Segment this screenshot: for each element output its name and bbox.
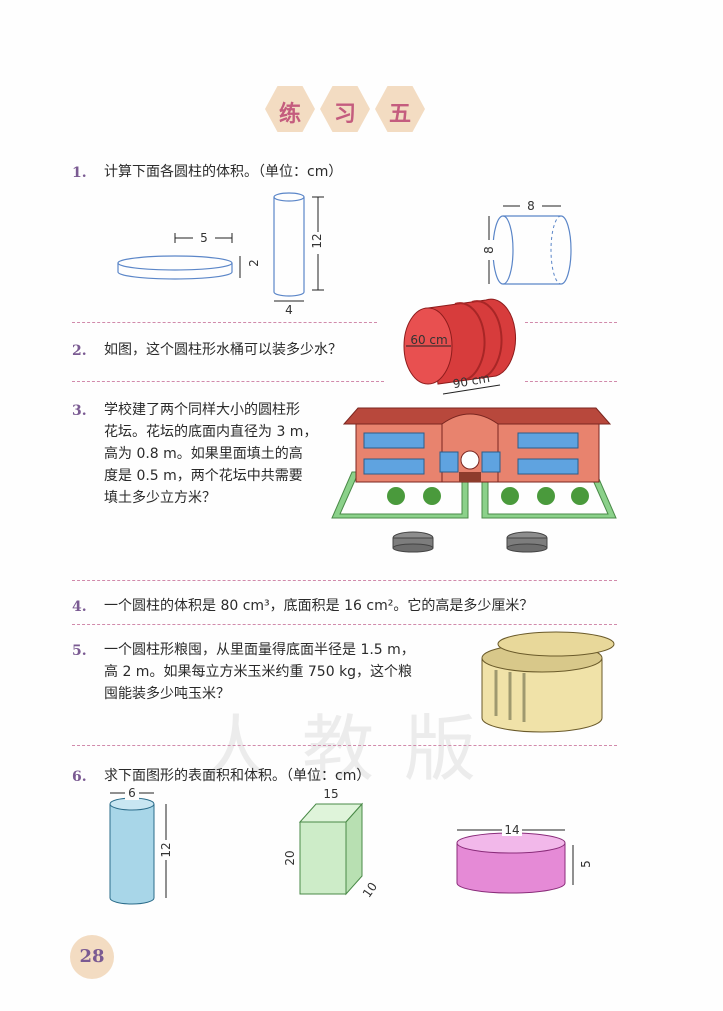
fig1-c-height: 8 [482,246,496,254]
fig1-b-diameter: 4 [285,303,293,317]
fig6-c-height: 5 [579,860,593,868]
pink-cylinder: 14 5 [456,822,593,894]
problem-3-line-5: 填土多少立方米？ [104,490,216,506]
problem-3-line-4: 度是 0.5 m，两个花坛中共需要 [104,468,303,484]
fig6-c-diameter: 14 [504,823,519,837]
fig1-c-width: 8 [527,199,535,213]
problem-5-line-1: 一个圆柱形粮囤，从里面量得底面半径是 1.5 m， [104,642,415,658]
problem-2-number: 2. [72,343,87,359]
problem-3-number: 3. [72,403,87,419]
green-cuboid: 15 20 10 [283,787,380,900]
problem-5-line-2: 高 2 m。如果每立方米玉米约重 750 kg，这个粮 [104,664,413,680]
title-hex-2: 习 [320,86,370,132]
divider [525,381,617,382]
divider [72,381,384,382]
problem-1-text: 计算下面各圆柱的体积。（单位：cm） [104,164,343,180]
divider [72,745,617,746]
sideways-cylinder: 8 8 [480,198,572,285]
flat-cylinder: 5 2 [117,230,261,280]
problem-3-line-1: 学校建了两个同样大小的圆柱形 [104,402,300,418]
title-hex-1: 练 [265,86,315,132]
divider [72,580,617,581]
blue-cylinder: 6 12 [109,786,174,905]
problem-3-line-3: 高为 0.8 m。如果里面填土的高 [104,446,303,462]
fig6-b-width: 15 [323,787,338,801]
fig6-b-depth: 10 [360,880,380,901]
page-number-badge: 28 [70,935,114,979]
fig1-b-height: 12 [310,233,324,248]
watermark: 人教版 [200,707,507,791]
fig6-a-height: 12 [159,842,173,857]
problem-1-number: 1. [72,165,87,181]
divider [72,322,377,323]
page-number: 28 [79,946,105,967]
problem-4-text: 一个圆柱的体积是 80 cm³，底面积是 16 cm²。它的高是多少厘米？ [104,598,534,614]
fig2-length: 90 cm [452,371,491,391]
problem-5-number: 5. [72,643,87,659]
title-hex-3: 五 [375,86,425,132]
divider [72,624,617,625]
problem-6-number: 6. [72,769,87,785]
problem-3-line-2: 花坛。花坛的底面内直径为 3 m， [104,424,318,440]
problem-5-line-3: 囤能装多少吨玉米？ [104,686,230,702]
problem-2-text: 如图，这个圆柱形水桶可以装多少水？ [104,342,342,358]
divider [525,322,617,323]
fig2-diameter: 60 cm [410,333,447,347]
fig1-a-diameter: 5 [200,231,208,245]
fig6-a-diameter: 6 [128,786,136,800]
problem-6-text: 求下面图形的表面积和体积。（单位：cm） [104,768,371,784]
fig6-b-height: 20 [283,850,297,865]
tall-cylinder: 12 4 [273,192,327,317]
fig1-a-height: 2 [247,259,261,267]
problem-4-number: 4. [72,599,87,615]
